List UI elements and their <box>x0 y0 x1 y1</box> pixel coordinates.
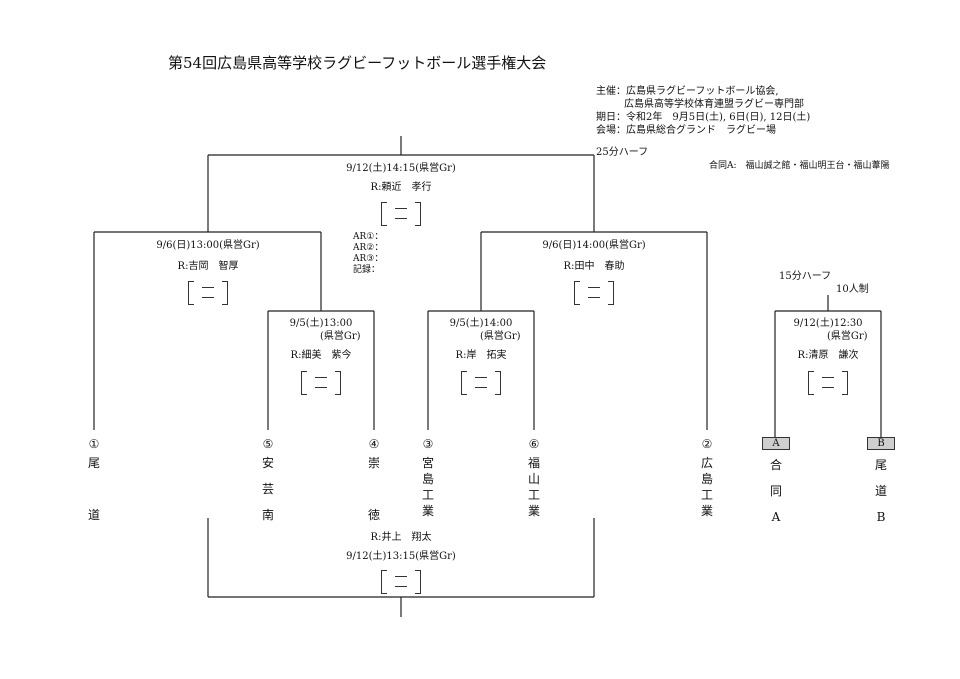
qf-right-venue: (県営Gr) <box>480 331 521 342</box>
team-name-char: 業 <box>421 504 434 518</box>
third-time: 9/12(土)13:15(県営Gr) <box>346 551 456 562</box>
team-name: 尾道 <box>84 456 104 523</box>
team-name: 福山工業 <box>524 456 544 519</box>
ar2-label: AR②： <box>353 243 384 253</box>
qf-right-referee: R:岸 拓実 <box>455 350 507 361</box>
final-score-box <box>381 202 421 226</box>
team-name-char: 徳 <box>367 508 380 522</box>
team-tag-a: A <box>762 437 790 450</box>
team-name-char: 工 <box>527 488 540 502</box>
team-seed: ③ <box>422 437 434 451</box>
team-seed: ② <box>701 437 713 451</box>
ar3-label: AR③： <box>353 254 384 264</box>
sf-right-time: 9/6(日)14:00(県営Gr) <box>542 240 646 251</box>
team-miyajima-kogyo: ③ 宮島工業 <box>418 437 438 519</box>
team-aki-minami: ⑤ 安芸南 <box>258 437 278 523</box>
qf-left-time: 9/5(土)13:00 <box>289 318 353 329</box>
third-referee: R:井上 翔太 <box>370 532 432 543</box>
ten-game-referee: R:清原 謙次 <box>797 350 859 361</box>
team-name: 安芸南 <box>258 456 278 523</box>
team-onomichi: ① 尾道 <box>84 437 104 523</box>
team-name-char: 安 <box>261 456 274 470</box>
team-name-char: 島 <box>700 472 713 486</box>
team-name-char: 崇 <box>367 456 380 470</box>
team-seed: ⑥ <box>528 437 540 451</box>
organizer-line-1: 主催：広島県ラグビーフットボール協会, <box>596 86 779 97</box>
team-sotoku: ④ 崇徳 <box>364 437 384 523</box>
team-name-char: 同 <box>769 484 782 498</box>
ar1-label: AR①： <box>353 232 384 242</box>
ten-players-note: 10人制 <box>836 284 869 295</box>
team-name-char: 広 <box>700 456 713 470</box>
team-name-char: 芸 <box>261 482 274 496</box>
team-name-char: 業 <box>527 504 540 518</box>
team-fukuyama-kogyo: ⑥ 福山工業 <box>524 437 544 519</box>
page-title: 第54回広島県高等学校ラグビーフットボール選手権大会 <box>168 54 547 72</box>
team-name-char: 山 <box>527 472 540 486</box>
team-seed: ⑤ <box>262 437 274 451</box>
team-name-char: 宮 <box>421 456 434 470</box>
team-name-char: A <box>771 510 781 524</box>
team-name-char: 業 <box>700 504 713 518</box>
dates-line: 期日：令和2年 9月5日(土), 6日(日), 12日(土) <box>596 112 811 123</box>
ten-game-venue: (県営Gr) <box>827 331 868 342</box>
team-name-char: B <box>876 510 886 524</box>
venue-line: 会場：広島県総合グランド ラグビー場 <box>596 125 776 136</box>
team-hiroshima-kogyo: ② 広島工業 <box>697 437 717 519</box>
team-name-char: 島 <box>421 472 434 486</box>
team-seed: ④ <box>368 437 380 451</box>
final-referee: R:頼近 孝行 <box>370 182 432 193</box>
team-seed: ① <box>88 437 100 451</box>
team-tag-b: B <box>867 437 895 450</box>
sf-right-referee: R:田中 春助 <box>563 261 625 272</box>
team-name-char: 福 <box>527 456 540 470</box>
joint-team-note: 合同A: 福山誠之館・福山明王台・福山葦陽 <box>709 161 890 171</box>
team-name: 崇徳 <box>364 456 384 523</box>
team-name-char: 工 <box>700 488 713 502</box>
qf-right-time: 9/5(土)14:00 <box>449 318 513 329</box>
team-name-char: 道 <box>874 484 887 498</box>
sf-left-referee: R:吉岡 智厚 <box>177 261 239 272</box>
final-time: 9/12(土)14:15(県営Gr) <box>346 163 456 174</box>
qf-left-referee: R:細美 紫今 <box>290 350 352 361</box>
half-15-note: 15分ハーフ <box>779 271 832 282</box>
team-name-char: 南 <box>261 508 274 522</box>
sf-left-score-box <box>188 281 228 305</box>
ten-game-time: 9/12(土)12:30 <box>793 318 863 329</box>
team-name: 広島工業 <box>697 456 717 519</box>
team-name: 宮島工業 <box>418 456 438 519</box>
third-score-box <box>381 570 421 594</box>
team-name-char: 合 <box>769 458 782 472</box>
sf-left-time: 9/6(日)13:00(県営Gr) <box>156 240 260 251</box>
team-name-char: 尾 <box>87 456 100 470</box>
half-25-note: 25分ハーフ <box>596 147 649 158</box>
qf-left-score-box <box>301 371 341 395</box>
team-name-char: 道 <box>87 508 100 522</box>
record-label: 記録： <box>353 265 381 275</box>
qf-left-venue: (県営Gr) <box>320 331 361 342</box>
organizer-line-2: 広島県高等学校体育連盟ラグビー専門部 <box>624 99 804 110</box>
qf-right-score-box <box>461 371 501 395</box>
team-name-char: 尾 <box>874 458 887 472</box>
team-name-char: 工 <box>421 488 434 502</box>
ten-game-score-box <box>808 371 848 395</box>
sf-right-score-box <box>574 281 614 305</box>
